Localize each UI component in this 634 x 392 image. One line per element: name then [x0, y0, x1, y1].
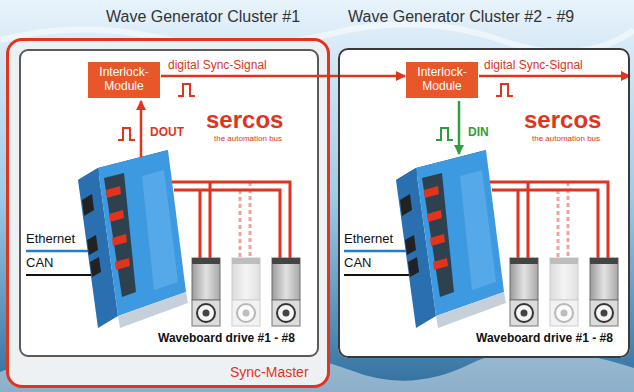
- sync-connector: [161, 75, 405, 78]
- bus-logo: sercos: [524, 106, 601, 134]
- signal-label: digital Sync-Signal: [166, 59, 269, 73]
- din-arrow: [458, 101, 461, 154]
- signal-name: DIN: [468, 126, 489, 140]
- port-label: CAN: [344, 256, 371, 271]
- signal-label: digital Sync-Signal: [484, 59, 583, 73]
- signal-name: DOUT: [150, 126, 184, 140]
- module-label: Interlock-Module: [411, 66, 473, 94]
- cluster-ground: [8, 40, 329, 387]
- cluster-panel: [20, 50, 318, 356]
- dout-arrow: [140, 101, 143, 157]
- drive-group-label: Waveboard drive #1 - #8: [476, 332, 613, 346]
- port-label: Ethernet: [26, 232, 75, 247]
- cluster-panel: [338, 48, 630, 358]
- cluster-frame: Wave Generator Cluster #2 - #9Interlock-…: [338, 48, 630, 358]
- drive-group-label: Waveboard drive #1 - #8: [158, 332, 295, 346]
- port-label: Ethernet: [344, 232, 393, 247]
- module-label: Interlock-Module: [93, 66, 155, 94]
- cluster-hardware: [344, 150, 618, 328]
- sync-out-line: [479, 75, 630, 78]
- pulse-symbol: [118, 128, 135, 140]
- bus-tagline: the automation bus: [214, 134, 282, 143]
- pulse-symbol: [178, 84, 195, 96]
- pulse-symbol: [496, 84, 513, 96]
- role-label: Sync-Master: [230, 364, 309, 380]
- pulse-symbol: [436, 128, 453, 140]
- interlock-module: Interlock-Module: [406, 62, 478, 98]
- port-label: CAN: [26, 256, 53, 271]
- bus-tagline: the automation bus: [532, 134, 600, 143]
- cluster-title: Wave Generator Cluster #1: [106, 8, 300, 26]
- bus-logo: sercos: [206, 106, 283, 134]
- cluster-title: Wave Generator Cluster #2 - #9: [348, 8, 574, 26]
- interlock-module: Interlock-Module: [88, 62, 160, 98]
- cluster-hardware: [26, 150, 300, 328]
